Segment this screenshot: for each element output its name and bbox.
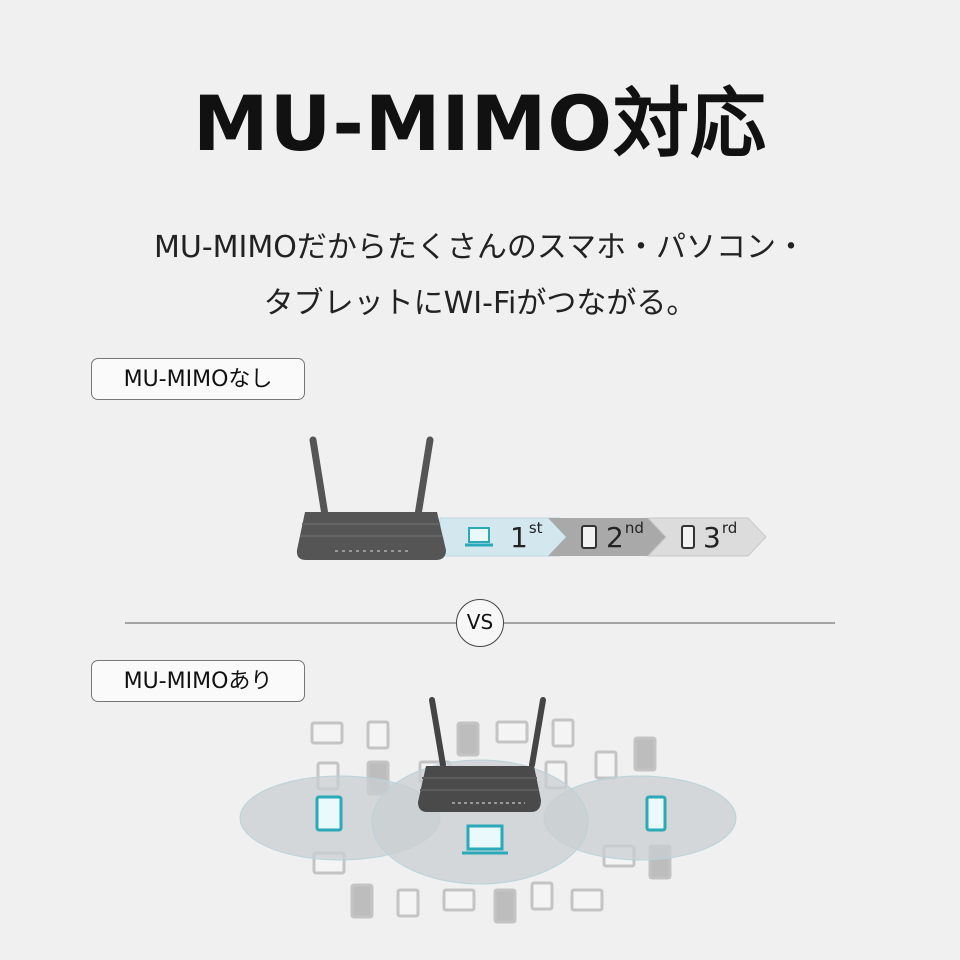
speaker-icon xyxy=(350,883,374,919)
laptop-icon xyxy=(570,888,604,912)
laptop-icon xyxy=(465,527,493,547)
router-icon xyxy=(418,697,546,812)
laptop-icon xyxy=(442,888,476,912)
phone-icon xyxy=(645,795,667,832)
router-icon xyxy=(296,436,446,560)
rank-3rd: 3rd xyxy=(703,519,738,554)
speaker-icon xyxy=(456,721,480,757)
tablet-icon xyxy=(315,795,343,832)
queue-band-3rd xyxy=(646,517,767,557)
page-title: MU-MIMO対応 xyxy=(192,79,768,168)
subtitle-line1: MU-MIMOだからたくさんのスマホ・パソコン・ xyxy=(154,230,806,265)
with-mu-mimo-label: MU-MIMOあり xyxy=(91,660,305,702)
phone-icon xyxy=(681,525,695,549)
vs-badge: VS xyxy=(456,599,504,647)
laptop-icon xyxy=(495,720,529,744)
laptop-icon xyxy=(462,824,508,855)
tablet-icon xyxy=(366,720,390,750)
tablet-icon xyxy=(530,881,554,911)
laptop-icon xyxy=(310,721,344,745)
speaker-icon xyxy=(633,736,657,772)
tablet-icon xyxy=(551,718,575,748)
speaker-icon xyxy=(493,888,517,924)
subtitle-line2: タブレットにWI-Fiがつながる。 xyxy=(263,286,697,321)
without-mu-mimo-label: MU-MIMOなし xyxy=(91,358,305,400)
tablet-icon xyxy=(594,750,618,780)
rank-2nd: 2nd xyxy=(606,519,644,554)
tablet-icon xyxy=(581,525,597,549)
tablet-icon xyxy=(396,888,420,918)
rank-1st: 1st xyxy=(510,519,543,554)
queue-band-2nd xyxy=(548,518,668,556)
